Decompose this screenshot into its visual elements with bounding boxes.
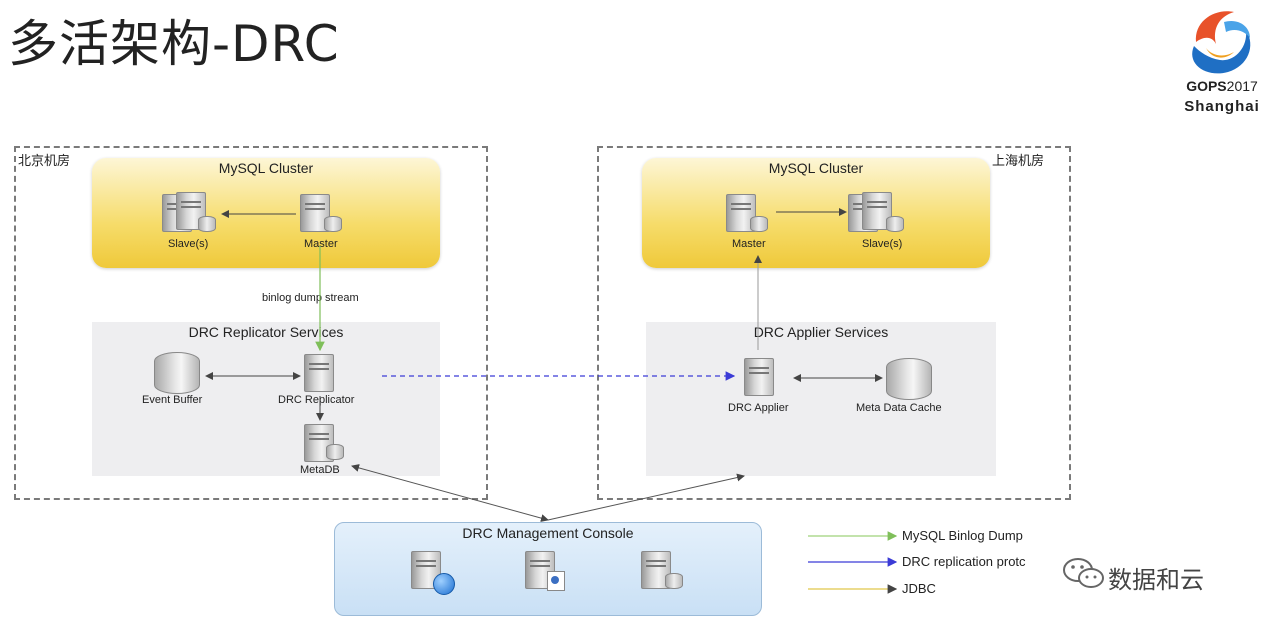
beijing-datacenter-label: 北京机房	[18, 154, 71, 169]
gops-flame-icon	[1192, 11, 1251, 74]
applier-services-title: DRC Applier Services	[753, 324, 889, 340]
beijing-master-label: Master	[304, 238, 338, 250]
console-db-icon	[665, 573, 683, 589]
shanghai-cluster-title: MySQL Cluster	[768, 160, 864, 176]
drc-replicator-services: DRC Replicator Services Event Buffer DRC…	[92, 322, 440, 476]
wechat-icon	[1063, 558, 1104, 588]
meta-data-cache-icon	[886, 358, 932, 400]
metadb-db-icon	[326, 444, 344, 460]
meta-data-cache-label: Meta Data Cache	[856, 402, 942, 414]
console-server-icon-1	[411, 551, 441, 589]
page-title: 多活架构-DRC	[8, 15, 340, 73]
gops-logo: GOPS2017 Shanghai	[1176, 2, 1268, 120]
legend-drc-label: DRC replication protc	[902, 554, 1026, 569]
drc-replicator-server-icon	[304, 354, 334, 392]
document-icon	[547, 571, 565, 591]
shanghai-datacenter-label: 上海机房	[992, 154, 1045, 169]
beijing-slave-db-icon	[198, 216, 216, 232]
drc-applier-services: DRC Applier Services DRC Applier Meta Da…	[646, 322, 996, 476]
shanghai-mysql-cluster: MySQL Cluster Master Slave(s)	[642, 158, 990, 268]
globe-icon	[433, 573, 455, 595]
binlog-stream-label: binlog dump stream	[262, 292, 359, 304]
wechat-watermark: 数据和云	[1108, 566, 1204, 594]
event-buffer-label: Event Buffer	[142, 394, 203, 406]
beijing-master-db-icon	[324, 216, 342, 232]
console-title: DRC Management Console	[462, 525, 634, 541]
drc-replicator-label: DRC Replicator	[278, 394, 355, 406]
beijing-cluster-title: MySQL Cluster	[218, 160, 314, 176]
drc-applier-label: DRC Applier	[728, 402, 789, 414]
beijing-mysql-cluster: MySQL Cluster Slave(s) Master	[92, 158, 440, 268]
beijing-datacenter	[14, 146, 488, 500]
shanghai-master-db-icon	[750, 216, 768, 232]
console-to-metadb-arrow	[351, 464, 549, 522]
shanghai-slave-db-icon	[886, 216, 904, 232]
event-buffer-icon	[154, 352, 200, 394]
drc-applier-server-icon	[744, 358, 774, 396]
beijing-slave-label: Slave(s)	[168, 238, 209, 250]
shanghai-master-label: Master	[732, 238, 766, 250]
metadb-label: MetaDB	[300, 464, 340, 476]
shanghai-datacenter	[597, 146, 1071, 500]
logo-text: GOPS2017	[1186, 78, 1258, 94]
legend-jdbc-label: JDBC	[902, 581, 936, 596]
replicator-services-title: DRC Replicator Services	[188, 324, 344, 340]
logo-city: Shanghai	[1184, 98, 1260, 115]
shanghai-slave-label: Slave(s)	[862, 238, 903, 250]
legend-binlog-label: MySQL Binlog Dump	[902, 528, 1023, 543]
console-to-applier-arrow	[547, 473, 745, 521]
drc-management-console: DRC Management Console	[334, 522, 762, 616]
console-server-icon-3	[641, 551, 671, 589]
